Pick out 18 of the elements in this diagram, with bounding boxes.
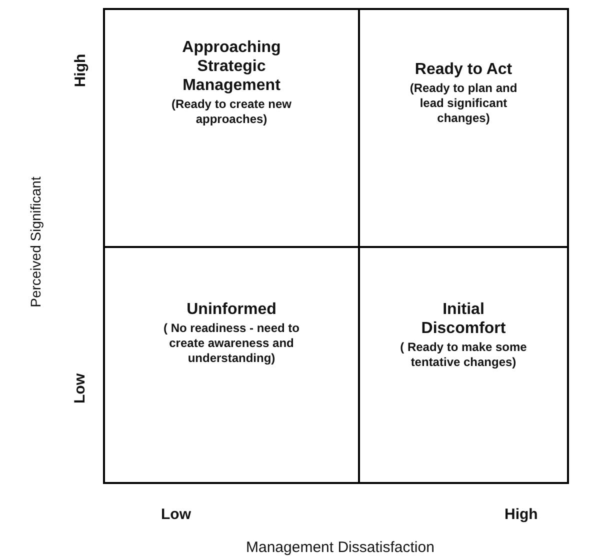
axis-tick-label: High: [504, 506, 538, 522]
axis-tick-label: Low: [72, 373, 88, 403]
quadrant-box: [358, 8, 569, 248]
quadrant-description: ( No readiness - need to create awareness and understanding): [162, 321, 301, 366]
axis-tick-label: High: [72, 53, 89, 87]
axis-tick-label: Low: [161, 506, 191, 522]
quadrant-box: [103, 8, 360, 248]
quadrant-description: ( Ready to make some tentative changes): [399, 340, 528, 370]
quadrant-description: (Ready to create new approaches): [170, 97, 293, 127]
quadrant-box: [358, 246, 569, 484]
quadrant-heading: Ready to Act: [414, 60, 514, 79]
quadrant-heading: Initial Discomfort: [420, 300, 507, 338]
axis-title: Perceived Significant: [26, 176, 43, 308]
quadrant-description: (Ready to plan and lead significant changes): [408, 81, 518, 126]
quadrant-heading: Approaching Strategic Management: [181, 38, 282, 95]
quadrant-box: [103, 246, 360, 484]
axis-title: Management Dissatisfaction: [246, 538, 434, 556]
quadrant-heading: Uninformed: [186, 300, 278, 319]
